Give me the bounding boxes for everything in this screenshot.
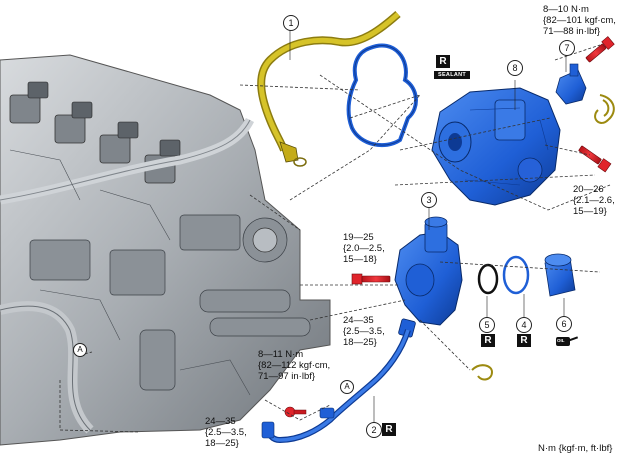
oil-can-icon: OIL <box>556 334 582 348</box>
bolt-8 <box>578 145 612 173</box>
torque-bolt-7: 8—10 N·m{82—101 kgf·cm,71—88 in·lbf} <box>543 4 616 37</box>
o-ring-4 <box>502 255 530 295</box>
callout-2: 2 <box>366 422 382 438</box>
oil-mark-text: OIL <box>557 338 565 343</box>
reference-mark-a-engine: A <box>73 343 87 357</box>
callout-5: 5 <box>479 317 495 333</box>
callout-8: 8 <box>507 60 523 76</box>
hose-clip <box>471 364 494 381</box>
torque-pipe-upper: 24—35{2.5—3.5,18—25} <box>343 315 385 348</box>
sealant-mark: SEALANT <box>434 71 471 79</box>
fuel-pipe <box>261 329 411 444</box>
tappet <box>544 253 576 297</box>
torque-bolt-3: 19—25{2.0—2.5,15—18} <box>343 232 385 265</box>
callout-6: 6 <box>556 316 572 332</box>
engine-block <box>0 54 331 446</box>
replace-mark-o-ring-5: R <box>481 334 495 347</box>
bolt-7 <box>585 36 615 63</box>
reference-mark-a-pipe: A <box>340 380 354 394</box>
callout-7: 7 <box>559 40 575 56</box>
units-note: N·m {kgf·m, ft·lbf} <box>538 443 613 454</box>
callout-1: 1 <box>283 15 299 31</box>
torque-pipe-lower: 24—35{2.5—3.5,18—25} <box>205 416 247 449</box>
assembly-guide-lines <box>59 44 611 433</box>
o-ring-5 <box>477 263 499 295</box>
callout-3: 3 <box>421 192 437 208</box>
torque-bolt-8: 20—26{2.1—2.6,15—19} <box>573 184 615 217</box>
vacuum-pump <box>431 87 561 206</box>
gasket <box>346 43 418 148</box>
sensor <box>555 63 587 105</box>
replace-mark-gasket: R <box>436 55 450 68</box>
callout-4: 4 <box>516 317 532 333</box>
bolt-3 <box>351 273 391 285</box>
torque-pipe-bolt: 8—11 N·m{82—112 kgf·cm,71—97 in·lbf} <box>258 349 331 382</box>
replace-mark-pipe: R <box>382 423 396 436</box>
vacuum-hose <box>257 11 401 167</box>
bolt-pipe <box>284 406 307 418</box>
replace-mark-o-ring-4: R <box>517 334 531 347</box>
fuel-pump <box>394 216 463 338</box>
wire-clip <box>594 94 615 124</box>
